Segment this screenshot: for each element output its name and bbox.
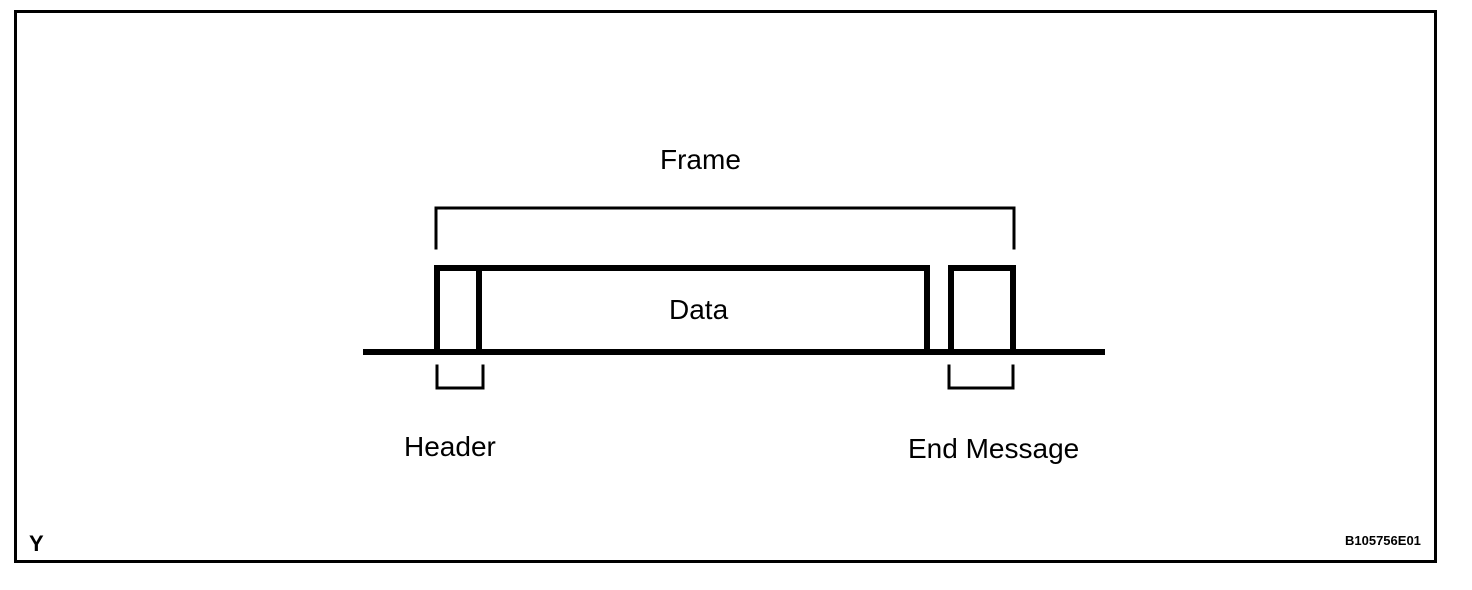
figure-code: B105756E01 <box>1345 533 1421 548</box>
end-message-bracket <box>947 364 1015 390</box>
data-label: Data <box>669 294 729 325</box>
header-bracket <box>435 364 485 390</box>
frame-label: Frame <box>660 144 741 175</box>
frame-bracket <box>434 206 1016 250</box>
figure-border <box>14 10 1437 563</box>
corner-mark: Y <box>29 531 44 556</box>
signal-waveform <box>363 265 1105 355</box>
end-message-label: End Message <box>908 433 1080 464</box>
header-label: Header <box>404 431 496 462</box>
